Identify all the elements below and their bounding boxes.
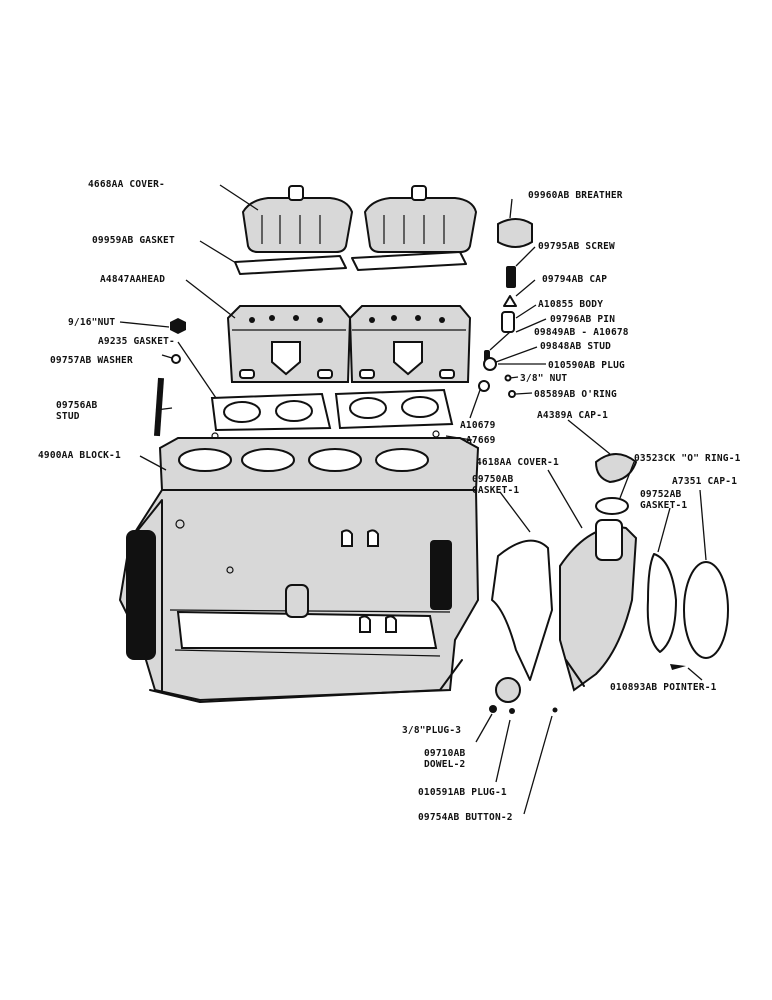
nut-3-8 [504,374,512,382]
label-dowel-1: 09710AB [424,748,466,759]
label-oring-03523: 03523CK "O" RING-1 [634,453,741,464]
cover-gasket-right [351,251,467,271]
leader-lines [119,184,707,815]
label-plug-3-8: 3/8"PLUG-3 [402,725,461,736]
label-nut-9-16: 9/16"NUT [68,317,115,328]
label-gasket-head: A9235 GASKET- [98,336,175,347]
label-stud-a10678: 09849AB - A10678 [534,327,629,338]
plug-010590 [483,357,497,371]
label-gasket-09750-1: 09750AB [472,474,514,485]
label-dowel-2: DOWEL-2 [424,759,465,770]
label-stud-left-1: 09756AB [56,400,98,411]
label-cover-4618: 4618AA COVER-1 [476,457,559,468]
cylinder-head-left [226,305,352,383]
head-gasket-left [210,392,332,432]
washer [171,354,181,364]
cover-gasket-left [234,255,347,275]
part-labels: 4668AA COVER- 09960AB BREATHER 09959AB G… [38,179,741,823]
nut-9-16 [170,318,186,334]
valve-cover-left [241,185,354,253]
cover-4618 [559,519,638,692]
label-pin: 09796AB PIN [550,314,615,325]
plug-3-8 [489,705,497,713]
dowel-09710 [509,708,515,714]
label-body: A10855 BODY [538,299,603,310]
screw [506,266,516,288]
label-plug-010591: 010591AB PLUG-1 [418,787,507,798]
gasket-09752 [646,553,677,653]
valve-cover-right [363,185,478,253]
label-cap-a7351: A7351 CAP-1 [672,476,737,487]
button-09754 [552,707,558,713]
o-ring-03523 [595,497,629,515]
label-a7669: A7669 [466,435,496,446]
label-cover: 4668AA COVER- [88,179,165,190]
head-gasket-right [334,388,454,430]
cap-a7351 [683,561,729,659]
gasket-09750 [491,539,553,681]
label-block: 4900AA BLOCK-1 [38,450,121,461]
label-pointer: 010893AB POINTER-1 [610,682,717,693]
plug-010591 [495,677,521,703]
label-head: A4847AAHEAD [100,274,165,285]
label-cap-a4389: A4389A CAP-1 [537,410,608,421]
stud-left [153,377,165,437]
cylinder-head-right [348,305,472,383]
pointer [670,664,686,670]
label-cap: 09794AB CAP [542,274,607,285]
label-gasket-09750-2: GASKET-1 [472,485,519,496]
engine-block [118,437,480,703]
label-oring-08589: 08589AB O'RING [534,389,617,400]
o-ring-small-a10679 [508,390,516,398]
label-washer: 09757AB WASHER [50,355,133,366]
dowel-small-2 [432,430,440,438]
o-ring-08589 [478,380,490,392]
breather [497,218,533,248]
label-gasket-cover: 09959AB GASKET [92,235,175,246]
label-stud-left-2: STUD [56,411,80,422]
body [501,311,515,333]
label-gasket-09752-1: 09752AB [640,489,682,500]
cap [503,295,517,307]
label-screw: 09795AB SCREW [538,241,615,252]
label-breather: 09960AB BREATHER [528,190,623,201]
label-button: 09754AB BUTTON-2 [418,812,513,823]
cap-a4389 [594,453,638,484]
label-plug-010590: 010590AB PLUG [548,360,625,371]
label-gasket-09752-2: GASKET-1 [640,500,687,511]
label-a10679: A10679 [460,420,496,431]
label-stud-09848: 09848AB STUD [540,341,611,352]
label-nut-3-8: 3/8" NUT [520,373,567,384]
